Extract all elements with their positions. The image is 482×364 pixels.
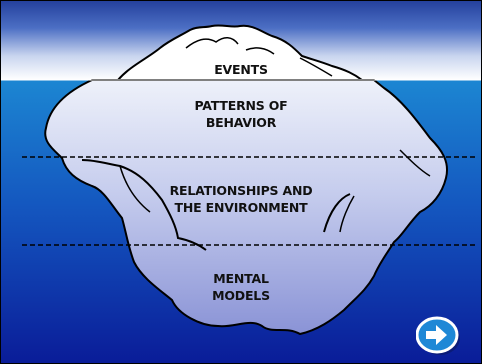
label-events-line-1: EVENTS	[214, 62, 268, 77]
crevice-line-right-branch	[339, 195, 355, 233]
label-patterns-of-behavior: PATTERNS OF BEHAVIOR	[0, 97, 482, 131]
crevice-line-left	[81, 159, 207, 251]
iceberg-tip	[115, 24, 366, 81]
label-relationships-environment: RELATIONSHIPS AND THE ENVIRONMENT	[0, 182, 482, 216]
next-slide-button[interactable]	[416, 316, 462, 356]
crevice-line-left-branch	[119, 165, 151, 213]
label-relationships-line-1: RELATIONSHIPS AND	[169, 183, 313, 198]
label-models-line-1: MENTAL	[213, 271, 269, 286]
label-models-line-2: MODELS	[212, 288, 270, 303]
label-patterns-line-2: BEHAVIOR	[205, 115, 277, 130]
label-mental-models: MENTAL MODELS	[0, 270, 482, 304]
crevice-line-upper-right	[399, 149, 431, 177]
crevice-line-right	[323, 193, 351, 233]
tip-ridge-2	[245, 47, 275, 55]
tip-ridge-3	[299, 57, 333, 77]
label-relationships-line-2: THE ENVIRONMENT	[174, 200, 308, 215]
label-patterns-line-1: PATTERNS OF	[194, 98, 288, 113]
right-arrow-icon	[416, 316, 460, 355]
tip-ridge-1	[185, 37, 239, 49]
iceberg-underwater	[44, 79, 448, 336]
label-events: EVENTS	[0, 61, 482, 78]
